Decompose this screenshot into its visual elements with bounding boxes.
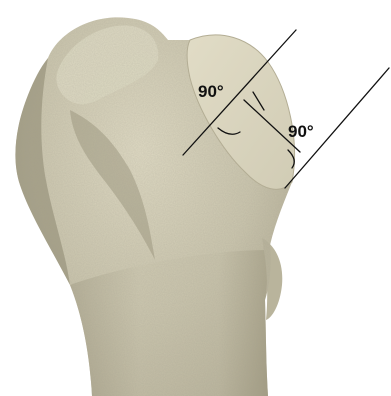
angle-label-upper: 90°: [198, 82, 224, 101]
angle-label-lower: 90°: [288, 122, 314, 141]
